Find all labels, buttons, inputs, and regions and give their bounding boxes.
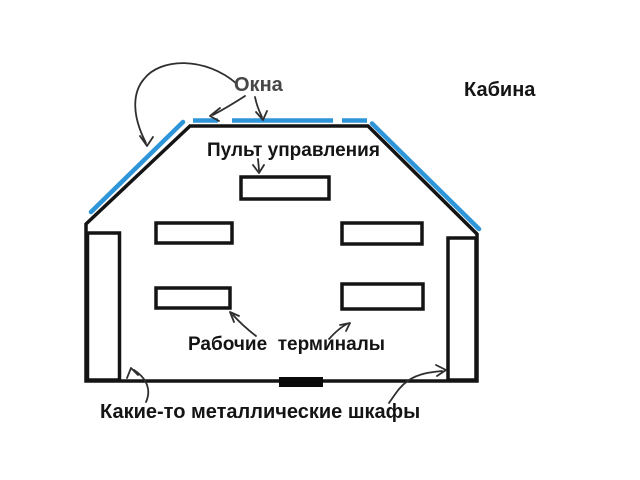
terminals-arrow-left: [229, 311, 257, 337]
window-strip-left-slant: [88, 119, 186, 215]
control-panel-arrow: [252, 158, 265, 174]
cabinet-right-rect: [446, 236, 478, 382]
door-rect: [279, 377, 323, 387]
windows-arrow-top-center-segment: [254, 96, 268, 121]
terminal-rect-bottom-left: [154, 286, 232, 310]
cabin-title: Кабина: [464, 79, 536, 101]
control-panel-label: Пульт управления: [207, 140, 380, 161]
windows-arrow-left-slant: [134, 62, 238, 147]
cabinets-arrow-right: [388, 364, 447, 404]
terminal-rect-top-left: [154, 221, 234, 245]
terminals-label: Рабочие терминалы: [188, 334, 385, 355]
terminal-rect-bottom-right: [340, 282, 425, 311]
cabinets-arrow-left: [126, 367, 150, 403]
window-strip-right-slant: [369, 121, 482, 232]
terminals-arrow-right: [328, 322, 351, 340]
annotation-arrows: [126, 62, 447, 404]
windows-arrow-top-left-segment: [209, 95, 246, 122]
windows-label: Окна: [234, 74, 283, 96]
control-panel-rect: [239, 175, 331, 201]
cabinet-left-rect: [85, 231, 122, 382]
cabinets-label: Какие-то металлические шкафы: [100, 401, 421, 423]
terminal-rect-top-right: [340, 221, 424, 246]
